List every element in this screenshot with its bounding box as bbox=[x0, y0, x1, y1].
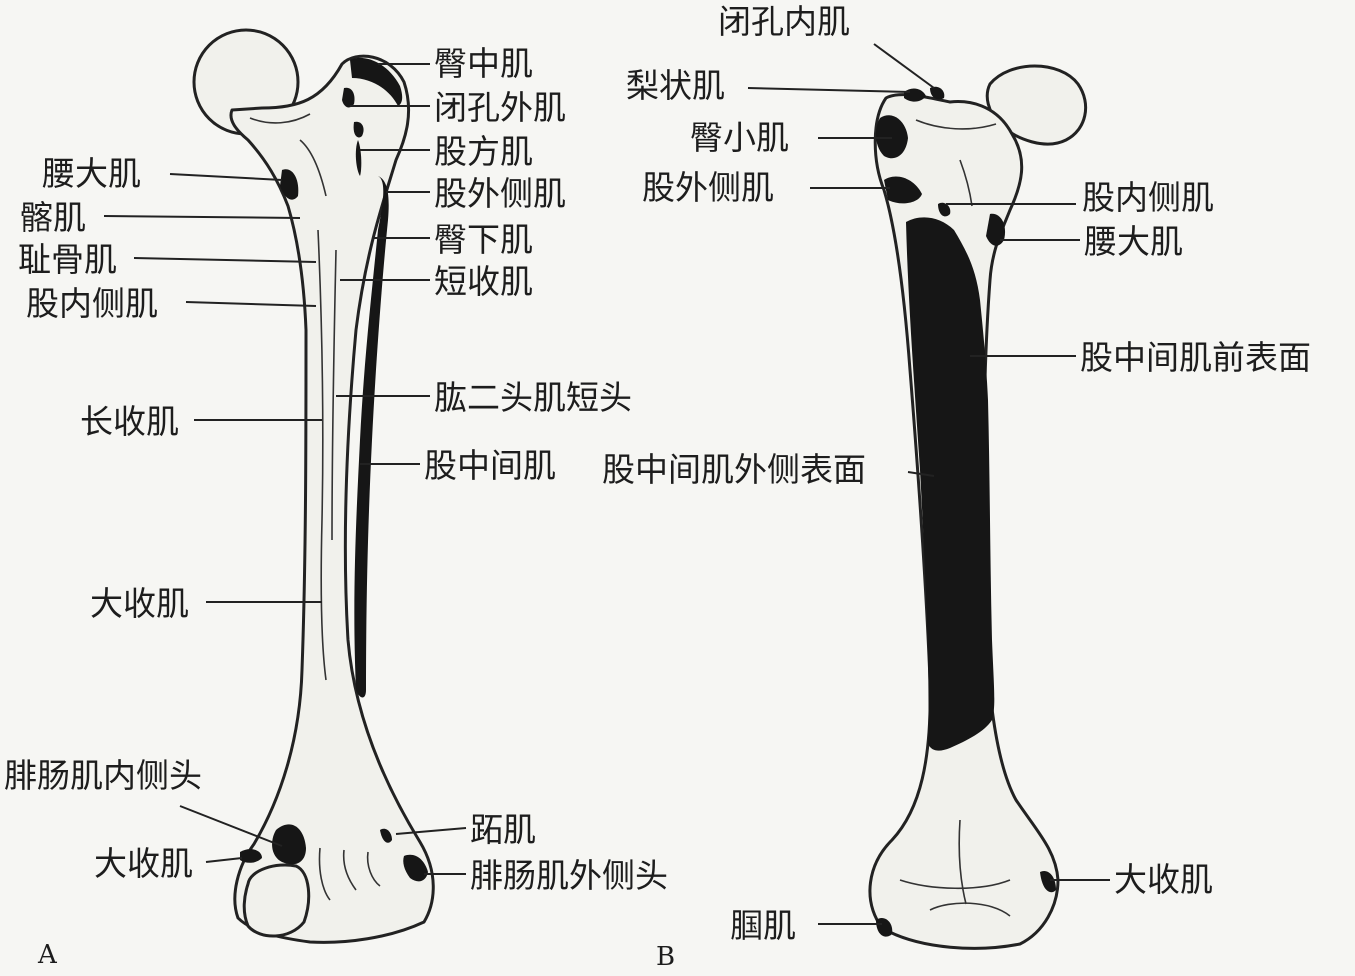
label-quadratus-femoris: 股方肌 bbox=[434, 132, 533, 171]
femur-b-leaders-right bbox=[946, 203, 1110, 881]
label-psoas-major-b: 腰大肌 bbox=[1084, 222, 1183, 261]
label-vastus-lateralis-b: 股外侧肌 bbox=[642, 168, 774, 207]
label-adductor-magnus-shaft: 大收肌 bbox=[90, 584, 189, 623]
label-vastus-intermedius-anterior: 股中间肌前表面 bbox=[1080, 338, 1311, 377]
femur-b-leaders-left bbox=[747, 43, 935, 925]
label-adductor-brevis: 短收肌 bbox=[434, 262, 533, 301]
femur-b-drawing bbox=[868, 64, 1088, 950]
figure-letter-b: B bbox=[656, 942, 676, 972]
label-plantaris: 跖肌 bbox=[470, 810, 536, 849]
label-vastus-medialis-a: 股内侧肌 bbox=[26, 284, 158, 323]
label-gastrocnemius-lateral: 腓肠肌外侧头 bbox=[470, 856, 668, 895]
label-vastus-lateralis-a: 股外侧肌 bbox=[434, 174, 566, 213]
femur-a-leaders-left bbox=[103, 173, 322, 863]
label-vastus-medialis-b: 股内侧肌 bbox=[1082, 178, 1214, 217]
label-obturator-externus: 闭孔外肌 bbox=[434, 88, 566, 127]
label-psoas-major-a: 腰大肌 bbox=[42, 154, 141, 193]
figure-letter-a: A bbox=[38, 940, 57, 970]
label-vastus-intermedius-lateral: 股中间肌外侧表面 bbox=[602, 450, 866, 489]
label-gluteus-inferior: 臀下肌 bbox=[434, 220, 533, 259]
label-adductor-longus: 长收肌 bbox=[80, 402, 179, 441]
label-adductor-magnus-b: 大收肌 bbox=[1114, 860, 1213, 899]
label-popliteus: 腘肌 bbox=[730, 906, 796, 945]
label-iliacus: 髂肌 bbox=[20, 198, 86, 237]
label-gluteus-minimus: 臀小肌 bbox=[690, 118, 789, 157]
label-adductor-magnus-condyle: 大收肌 bbox=[94, 844, 193, 883]
femur-a-drawing bbox=[192, 28, 435, 944]
label-gastrocnemius-medial: 腓肠肌内侧头 bbox=[4, 756, 202, 795]
femur-a-leaders-right bbox=[336, 63, 467, 875]
femur-a-medial-condyle bbox=[242, 863, 311, 938]
label-pectineus: 耻骨肌 bbox=[18, 240, 117, 279]
label-gluteus-medius: 臀中肌 bbox=[434, 44, 533, 83]
label-piriformis: 梨状肌 bbox=[626, 66, 725, 105]
label-vastus-intermedius-a: 股中间肌 bbox=[424, 446, 556, 485]
label-biceps-short-head: 肱二头肌短头 bbox=[434, 378, 632, 417]
label-obturator-internus: 闭孔内肌 bbox=[718, 2, 850, 41]
